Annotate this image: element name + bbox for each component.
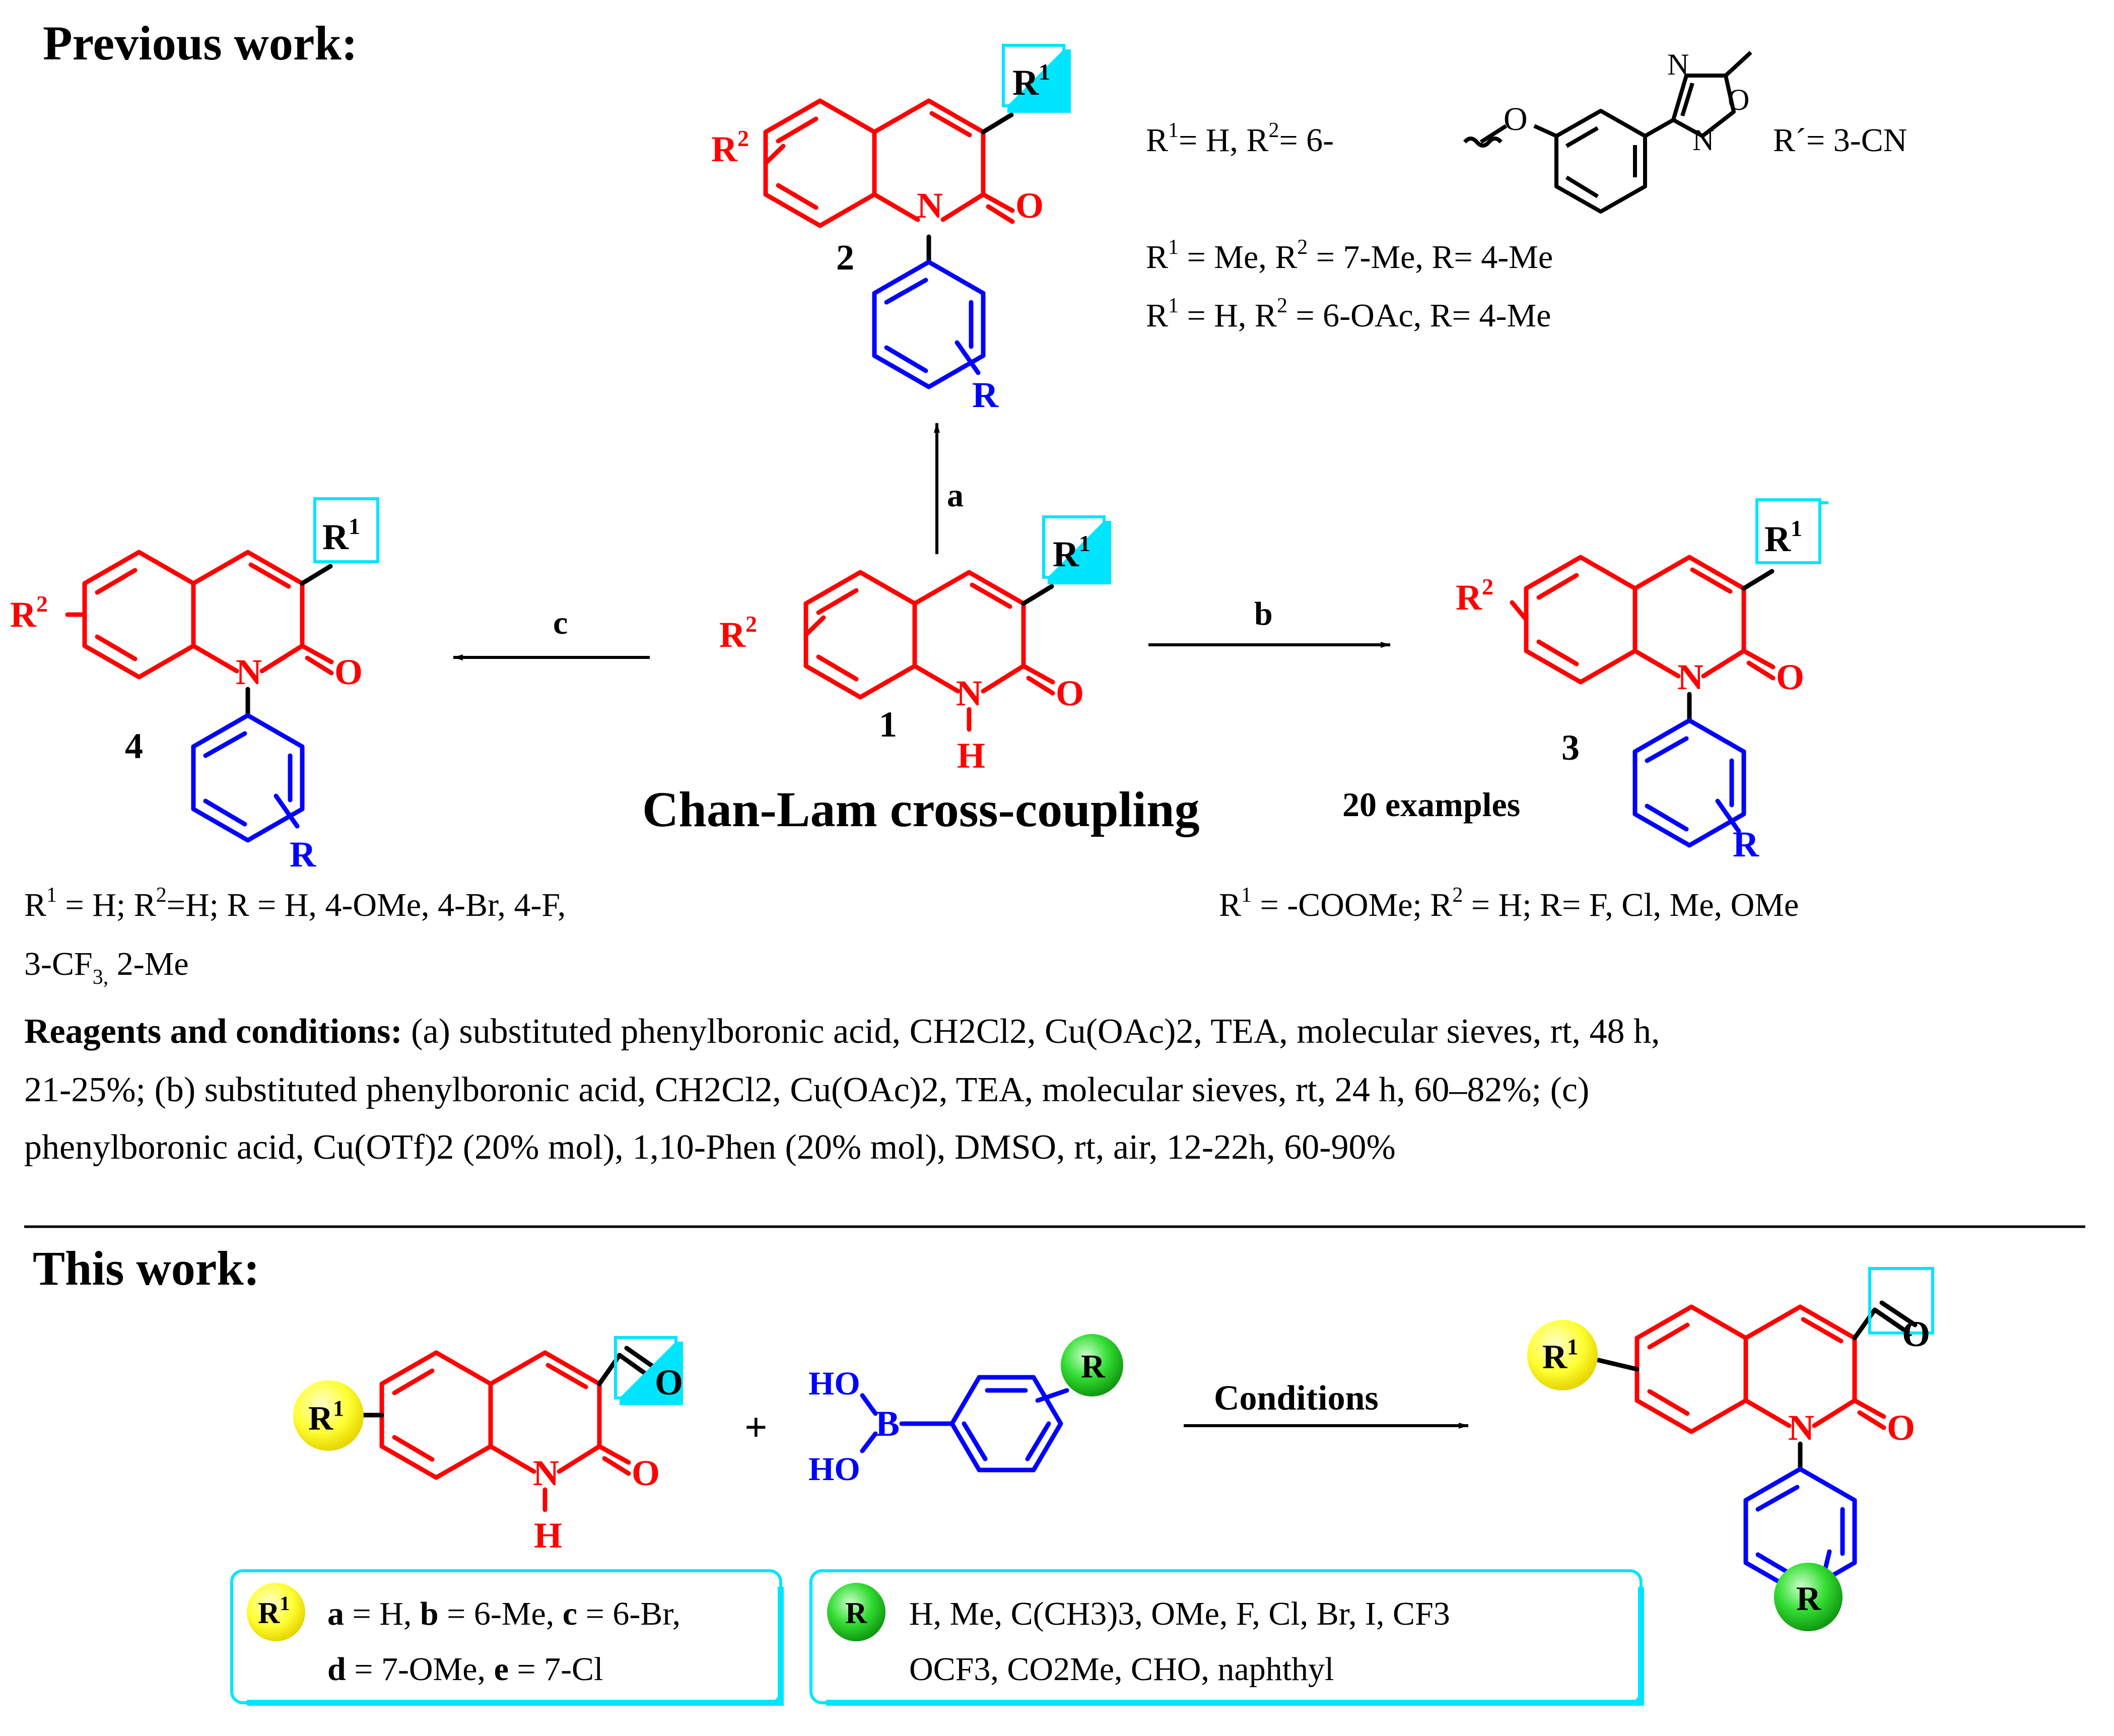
arrow-a-label: a: [947, 477, 964, 514]
starting-r1-yellow-ball: [293, 1380, 364, 1451]
compound-1-n-atom: N: [956, 673, 982, 713]
compound-4-o-atom: O: [334, 652, 363, 692]
r1-legend-shadow: [247, 1587, 784, 1706]
conditions-label: Conditions: [1214, 1379, 1379, 1418]
this-work-heading: This work:: [33, 1241, 260, 1295]
legend-r-label: R: [845, 1596, 867, 1630]
starting-n-atom: N: [533, 1453, 559, 1493]
reagents-line-1: Reagents and conditions: (a) substituted…: [24, 1012, 1660, 1051]
compound-4-substituents-line1: R1 = H; R2=H; R = H, 4-OMe, 4-Br, 4-F,: [24, 884, 566, 923]
product-aldehyde-o: O: [1902, 1314, 1930, 1354]
compound-2-n-atom: N: [917, 185, 943, 226]
compound-4-r1-highlight: [313, 497, 379, 563]
compound-4-r2-label: R2: [10, 591, 48, 635]
compound-2: [763, 98, 1015, 389]
compound-3-substituents: R1 = -COOMe; R2 = H; R= F, Cl, Me, OMe: [1219, 884, 1799, 923]
compound-3-number: 3: [1561, 727, 1580, 768]
legend-r1-label: R1: [258, 1592, 290, 1630]
boronic-ho-bottom: HO: [808, 1451, 860, 1488]
product-n-atom: N: [1788, 1408, 1814, 1448]
compound-2-o-atom: O: [1015, 185, 1044, 226]
reagents-line-2: 21-25%; (b) substituted phenylboronic ac…: [24, 1071, 1589, 1109]
compound-4-r1-label: R1: [322, 513, 360, 557]
starting-aldehyde-o: O: [655, 1362, 683, 1403]
plus-sign: +: [744, 1406, 768, 1450]
starting-h-atom: H: [534, 1515, 562, 1556]
compound-3-n-atom: N: [1677, 657, 1703, 697]
boronic-acid: [860, 1375, 1069, 1473]
r-legend-shadow: [826, 1587, 1644, 1706]
compound-1-h-atom: H: [957, 736, 985, 776]
compound-3: [1510, 555, 1776, 848]
boronic-r-green-ball: [1061, 1334, 1123, 1396]
compound-1-r2-label: R2: [719, 611, 757, 655]
previous-work-heading: Previous work:: [43, 16, 358, 70]
compound-2-r1-label: R1: [1012, 59, 1050, 103]
compound-4-r-label: R: [290, 834, 316, 875]
compound-3-o-atom: O: [1776, 657, 1804, 697]
compound-2-rprime: R´= 3-CN: [1773, 122, 1907, 159]
boronic-ho-top: HO: [808, 1365, 860, 1402]
compound-2-substituents-line3: R1 = H, R2 = 6-OAc, R= 4-Me: [1146, 294, 1551, 334]
compound-1-o-atom: O: [1056, 673, 1084, 713]
legend-r1-line2: d = 7-OMe, e = 7-Cl: [327, 1651, 603, 1688]
product-r-green-ball: [1774, 1563, 1843, 1631]
compound-4-number: 4: [125, 726, 143, 766]
compound-3-r1-highlight: [1755, 498, 1821, 564]
compound-2-substituents-line1: R1= H, R2= 6-: [1146, 119, 1334, 159]
compound-1-number: 1: [879, 704, 897, 745]
compound-2-r2-label: R2: [711, 125, 749, 169]
chan-lam-label: Chan-Lam cross-coupling: [642, 781, 1200, 837]
boronic-b-atom: B: [875, 1404, 900, 1444]
product-quinolinone: [1596, 1300, 1918, 1596]
compound-4: [65, 550, 334, 843]
legend-r1-yellow-ball: [247, 1583, 305, 1641]
boronic-r-label: R: [1081, 1348, 1106, 1385]
fragment-o-atom: O: [1504, 101, 1528, 138]
compound-3-r1-label: R1: [1764, 515, 1802, 559]
fragment-o-atom-ring: O: [1728, 83, 1749, 116]
compound-1: [803, 570, 1055, 732]
starting-r1-label: R1: [308, 1396, 344, 1437]
compound-3-r-label: R: [1733, 824, 1759, 864]
legend-r1-line1: a = H, b = 6-Me, c = 6-Br,: [327, 1595, 680, 1632]
compound-4-substituents-line2: 3-CF3, 2-Me: [24, 946, 189, 989]
starting-quinolinone: [360, 1346, 662, 1512]
compound-4-n-atom: N: [236, 652, 262, 692]
legend-r-line1: H, Me, C(CH3)3, OMe, F, Cl, Br, I, CF3: [909, 1595, 1450, 1632]
legend-r-line2: OCF3, CO2Me, CHO, naphthyl: [909, 1651, 1334, 1688]
product-r1-label: R1: [1542, 1334, 1578, 1376]
compound-2-r-label: R: [972, 375, 999, 415]
arrow-b-label: b: [1254, 595, 1273, 632]
product-o-atom: O: [1887, 1408, 1915, 1448]
oxadiazolyl-phenoxy-fragment: [1463, 51, 1752, 214]
compound-2-number: 2: [836, 237, 854, 278]
arrow-c-label: c: [553, 605, 568, 641]
legend-r-green-ball: [827, 1583, 885, 1641]
compound-2-substituents-line2: R1 = Me, R2 = 7-Me, R= 4-Me: [1146, 236, 1553, 276]
product-r1-yellow-ball: [1527, 1320, 1598, 1390]
starting-o-atom: O: [632, 1453, 660, 1493]
compound-3-examples: 20 examples: [1342, 785, 1520, 824]
reagents-line-3: phenylboronic acid, Cu(OTf)2 (20% mol), …: [24, 1128, 1396, 1167]
compound-1-r1-label: R1: [1053, 530, 1090, 574]
fragment-n-atom-2: N: [1692, 123, 1714, 157]
product-aldehyde-highlight: [1868, 1267, 1934, 1334]
product-r-label: R: [1796, 1579, 1821, 1618]
fragment-n-atom-1: N: [1667, 48, 1689, 81]
compound-3-r2-label: R2: [1456, 574, 1493, 618]
